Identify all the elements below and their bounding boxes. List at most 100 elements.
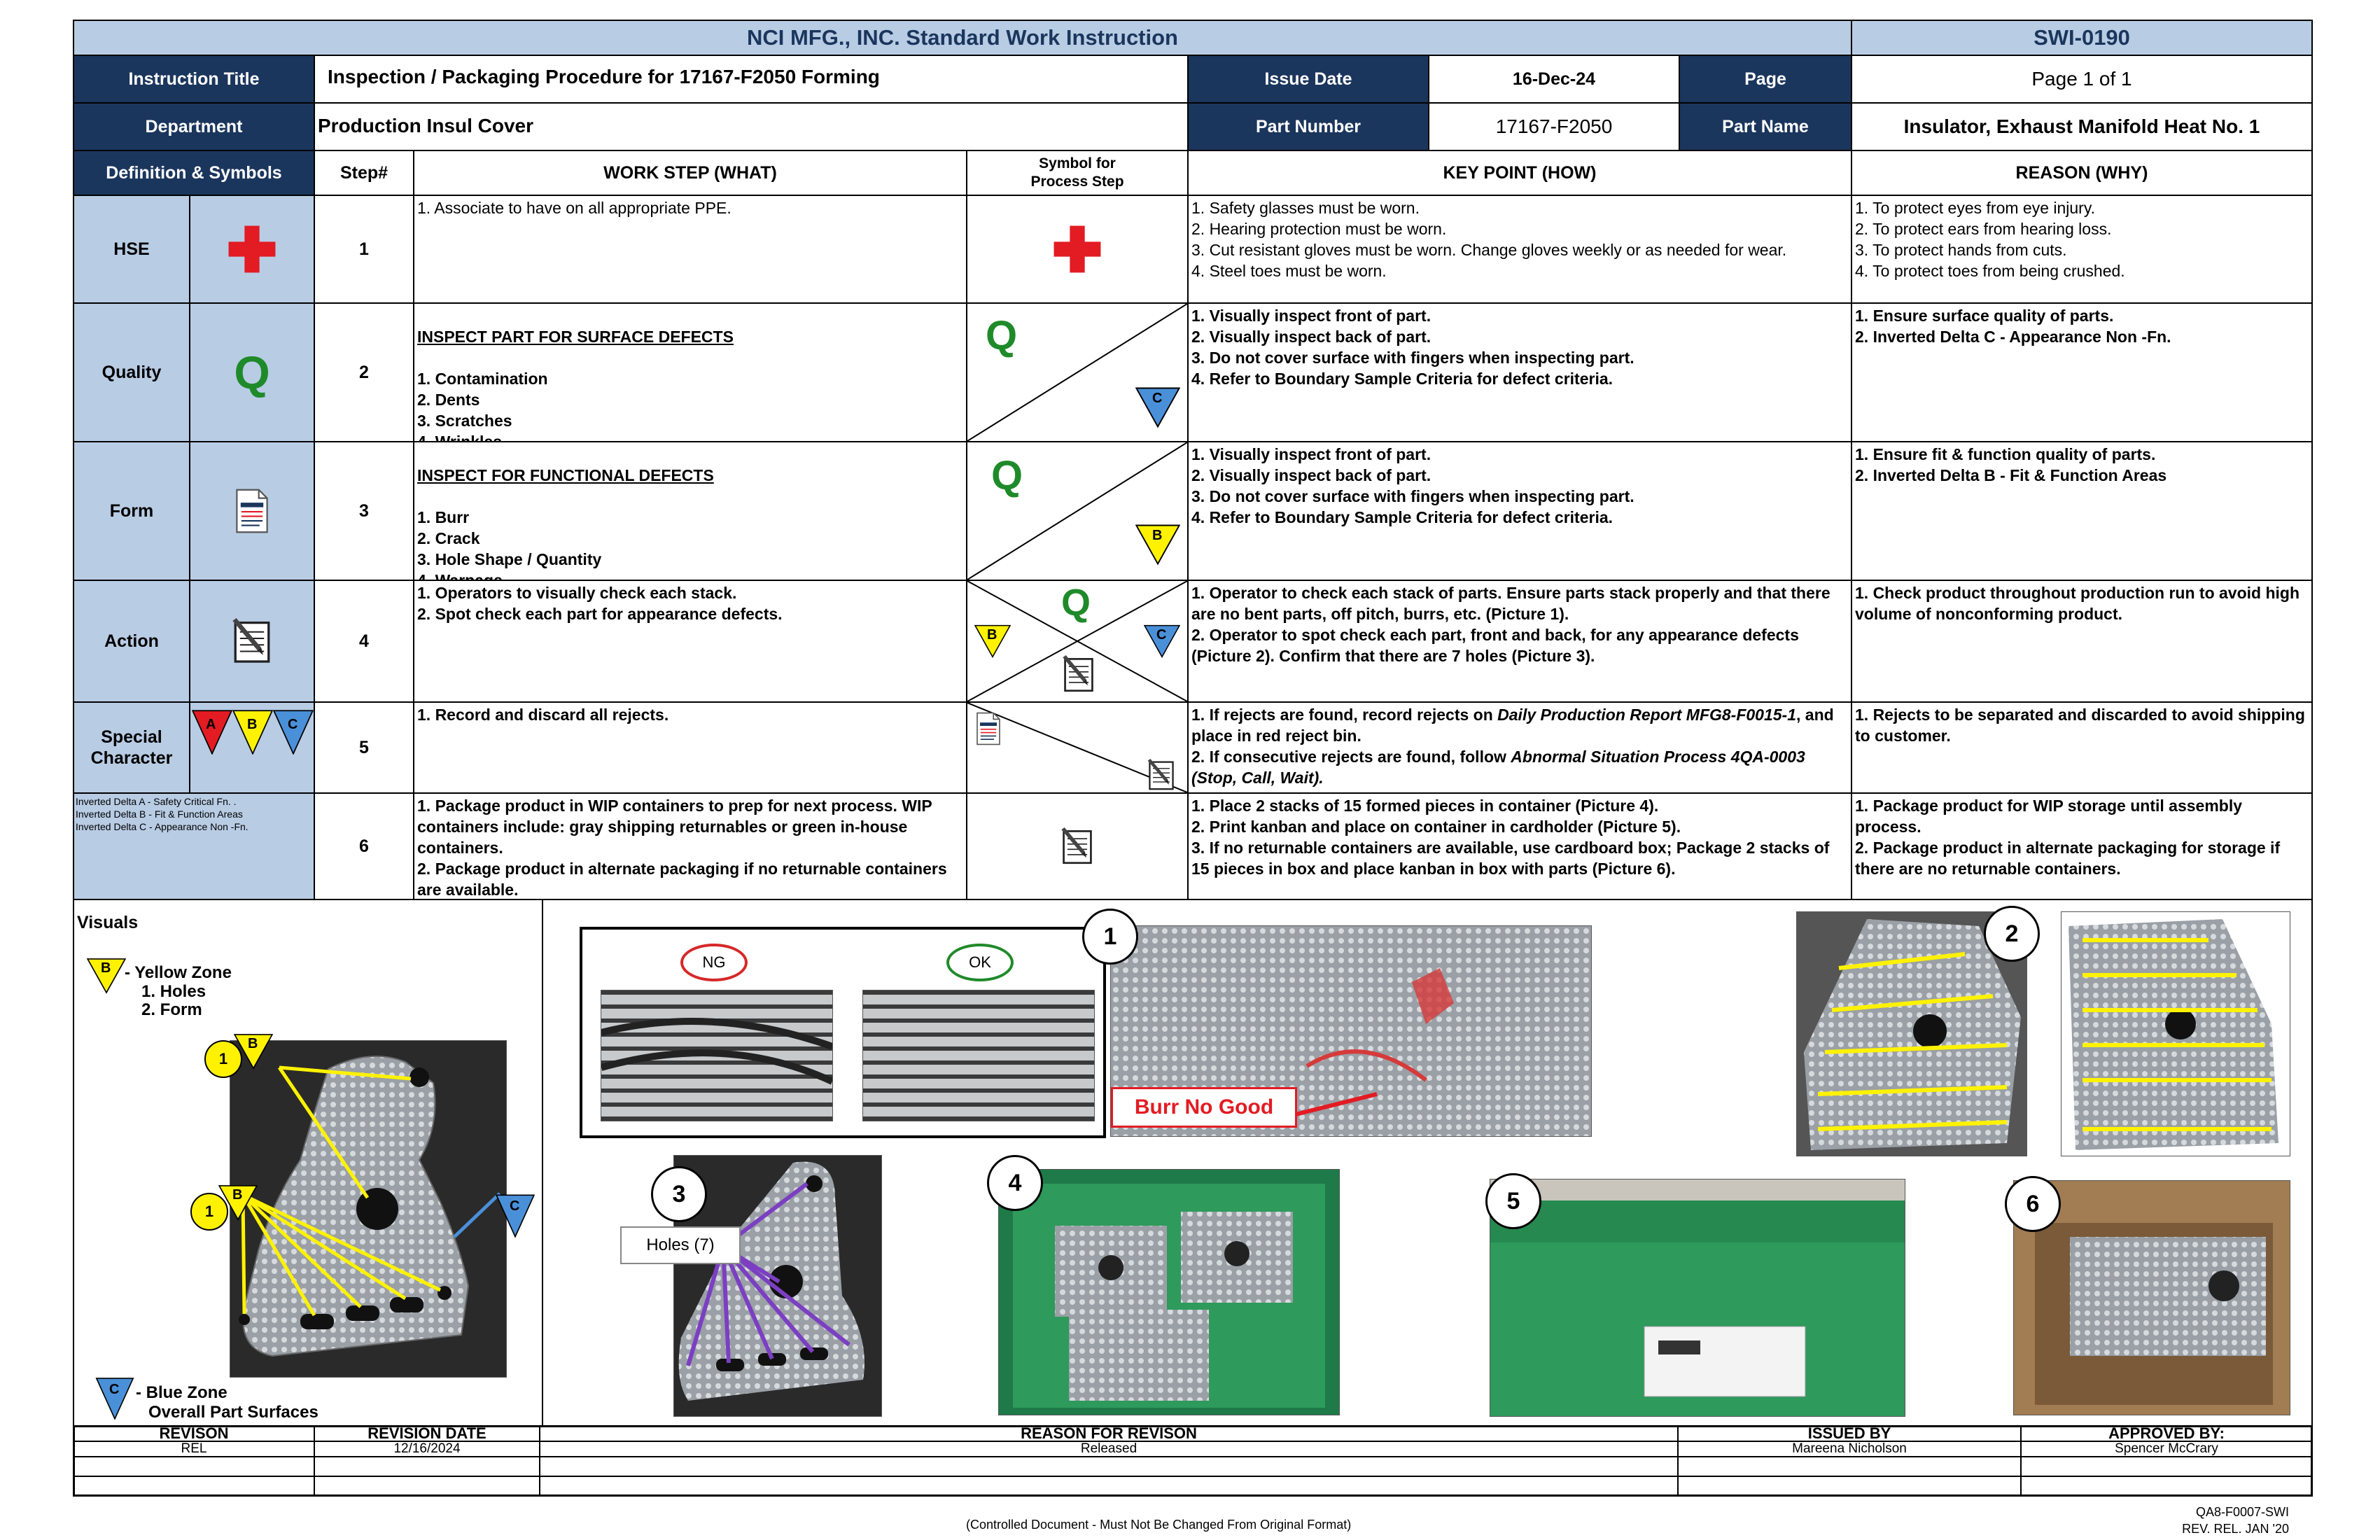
symbol-header: Symbol for Process Step [966, 150, 1189, 196]
picture-4-marker: 4 [987, 1155, 1043, 1211]
step-2-what: INSPECT PART FOR SURFACE DEFECTS 1. Cont… [413, 302, 967, 442]
picture-6-marker: 6 [2005, 1176, 2061, 1232]
step-6-symbol [966, 792, 1189, 900]
step-6-number: 6 [314, 792, 414, 900]
issued-by-value: Mareena Nicholson [1677, 1441, 2022, 1457]
department-label: Department [73, 102, 315, 151]
step-4-what: 1. Operators to visually check each stac… [413, 580, 967, 703]
step-2-what-title: INSPECT PART FOR SURFACE DEFECTS [417, 328, 734, 346]
step-2-how: 1. Visually inspect front of part. 2. Vi… [1187, 302, 1852, 442]
issued-by-header: ISSUED BY [1677, 1425, 2022, 1442]
step-6-why: 1. Package product for WIP storage until… [1851, 792, 2313, 900]
notepad-pencil-icon [1145, 759, 1177, 791]
holes-label: Holes (7) [620, 1226, 741, 1264]
step-header: Step# [314, 150, 414, 196]
definitions-header: Definition & Symbols [73, 150, 315, 196]
approved-by-header: APPROVED BY: [2020, 1425, 2313, 1442]
step-4-number: 4 [314, 580, 414, 703]
part-number: 17167-F2050 [1428, 102, 1680, 151]
yellow-zone-label: - Yellow Zone [125, 963, 232, 982]
delta-a-icon [192, 710, 232, 755]
legend-form-label: Form [73, 441, 190, 581]
part-name: Insulator, Exhaust Manifold Heat No. 1 [1851, 102, 2313, 151]
legend-hse-symbol [189, 195, 315, 304]
legend-form-symbol [189, 441, 315, 581]
approved-by-value: Spencer McCrary [2020, 1441, 2313, 1457]
document-icon [233, 488, 271, 534]
step-3-why: 1. Ensure fit & function quality of part… [1851, 441, 2313, 581]
step-6-how: 1. Place 2 stacks of 15 formed pieces in… [1187, 792, 1852, 900]
step-2-symbol: Q C [966, 302, 1189, 442]
legend-quality-label: Quality [73, 302, 190, 442]
step-4-how: 1. Operator to check each stack of parts… [1187, 580, 1852, 703]
picture-1-marker: 1 [1082, 909, 1138, 965]
issue-date: 16-Dec-24 [1428, 55, 1680, 104]
picture-4-wip-container-photo [998, 1169, 1340, 1415]
picture-2-back-photo [2061, 911, 2290, 1156]
step-5-how: 1. If rejects are found, record rejects … [1187, 701, 1852, 794]
revision-reason-value: Released [539, 1441, 1679, 1457]
step-5-symbol [966, 701, 1189, 794]
legend-action-symbol [189, 580, 315, 703]
notepad-pencil-icon [229, 618, 275, 664]
legend-special-symbols: A B C [189, 701, 315, 794]
step-6-what: 1. Package product in WIP containers to … [413, 792, 967, 900]
page-value: Page 1 of 1 [1851, 55, 2313, 104]
step-1-how: 1. Safety glasses must be worn. 2. Heari… [1187, 195, 1852, 304]
step-3-symbol: Q B [966, 441, 1189, 581]
delta-b-icon [232, 710, 273, 755]
department: Production Insul Cover [314, 102, 1189, 151]
notepad-pencil-icon [1058, 827, 1096, 865]
revision-date-value: 12/16/2024 [314, 1441, 540, 1457]
visuals-photos-panel: NG OK Burr No Good 1 2 Holes (7) 3 [542, 899, 2313, 1427]
document-icon [974, 711, 1002, 746]
quality-q-icon: Q [1061, 582, 1091, 624]
yellow-zone-items: 1. Holes 2. Form [141, 982, 206, 1019]
legend-special-label: Special Character [73, 701, 190, 794]
picture-3-marker: 3 [651, 1166, 707, 1222]
ok-badge: OK [946, 944, 1014, 981]
legend-hse-label: HSE [73, 195, 190, 304]
quality-q-icon: Q [986, 313, 1018, 358]
red-cross-icon [225, 223, 279, 276]
quality-q-icon: Q [991, 453, 1023, 498]
step-2-why: 1. Ensure surface quality of parts. 2. I… [1851, 302, 2313, 442]
instruction-title-label: Instruction Title [73, 55, 315, 104]
burr-no-good-label: Burr No Good [1111, 1087, 1297, 1128]
blue-zone-items: Overall Part Surfaces [148, 1403, 318, 1422]
ng-stack-photo [601, 990, 833, 1121]
step-1-why: 1. To protect eyes from eye injury. 2. T… [1851, 195, 2313, 304]
ng-badge: NG [680, 944, 748, 981]
form-number: QA8-F0007-SWI REV. REL. JAN '20 [2182, 1505, 2289, 1536]
page-label: Page [1679, 55, 1852, 104]
document-title: NCI MFG., INC. Standard Work Instruction [73, 20, 1852, 56]
picture-2-front-photo [1796, 911, 2027, 1156]
revision-value: REL [73, 1441, 315, 1457]
picture-5-kanban-container-photo [1490, 1179, 1905, 1417]
delta-c-icon [273, 710, 314, 755]
part-zones-photo [230, 1040, 507, 1378]
revision-reason-header: REASON FOR REVISON [539, 1425, 1679, 1442]
key-point-header: KEY POINT (HOW) [1187, 150, 1852, 196]
step-1-what: 1. Associate to have on all appropriate … [413, 195, 967, 304]
legend-action-label: Action [73, 580, 190, 703]
picture-1-burr-photo: Burr No Good [1110, 925, 1592, 1137]
step-3-number: 3 [314, 441, 414, 581]
step-1-symbol [966, 195, 1189, 304]
step-3-what-title: INSPECT FOR FUNCTIONAL DEFECTS [417, 466, 714, 484]
instruction-title: Inspection / Packaging Procedure for 171… [314, 55, 1189, 104]
delta-definitions: Inverted Delta A - Safety Critical Fn. .… [73, 792, 315, 900]
ng-ok-comparison: NG OK [580, 927, 1106, 1138]
revision-header: REVISON [73, 1425, 315, 1442]
step-3-how: 1. Visually inspect front of part. 2. Vi… [1187, 441, 1852, 581]
zone-1-marker: 1 [204, 1040, 242, 1078]
quality-q-icon: Q [189, 302, 315, 442]
zone-1-marker: 1 [190, 1193, 228, 1231]
delta-c-icon [95, 1378, 134, 1420]
step-3-what-list: 1. Burr 2. Crack 3. Hole Shape / Quantit… [417, 508, 602, 581]
picture-2-marker: 2 [1984, 906, 2040, 962]
visuals-legend-panel: Visuals B - Yellow Zone 1. Holes 2. Form [73, 899, 543, 1427]
part-name-label: Part Name [1679, 102, 1852, 151]
picture-6-cardboard-box-photo [2013, 1180, 2290, 1415]
document-number: SWI-0190 [1851, 20, 2313, 56]
